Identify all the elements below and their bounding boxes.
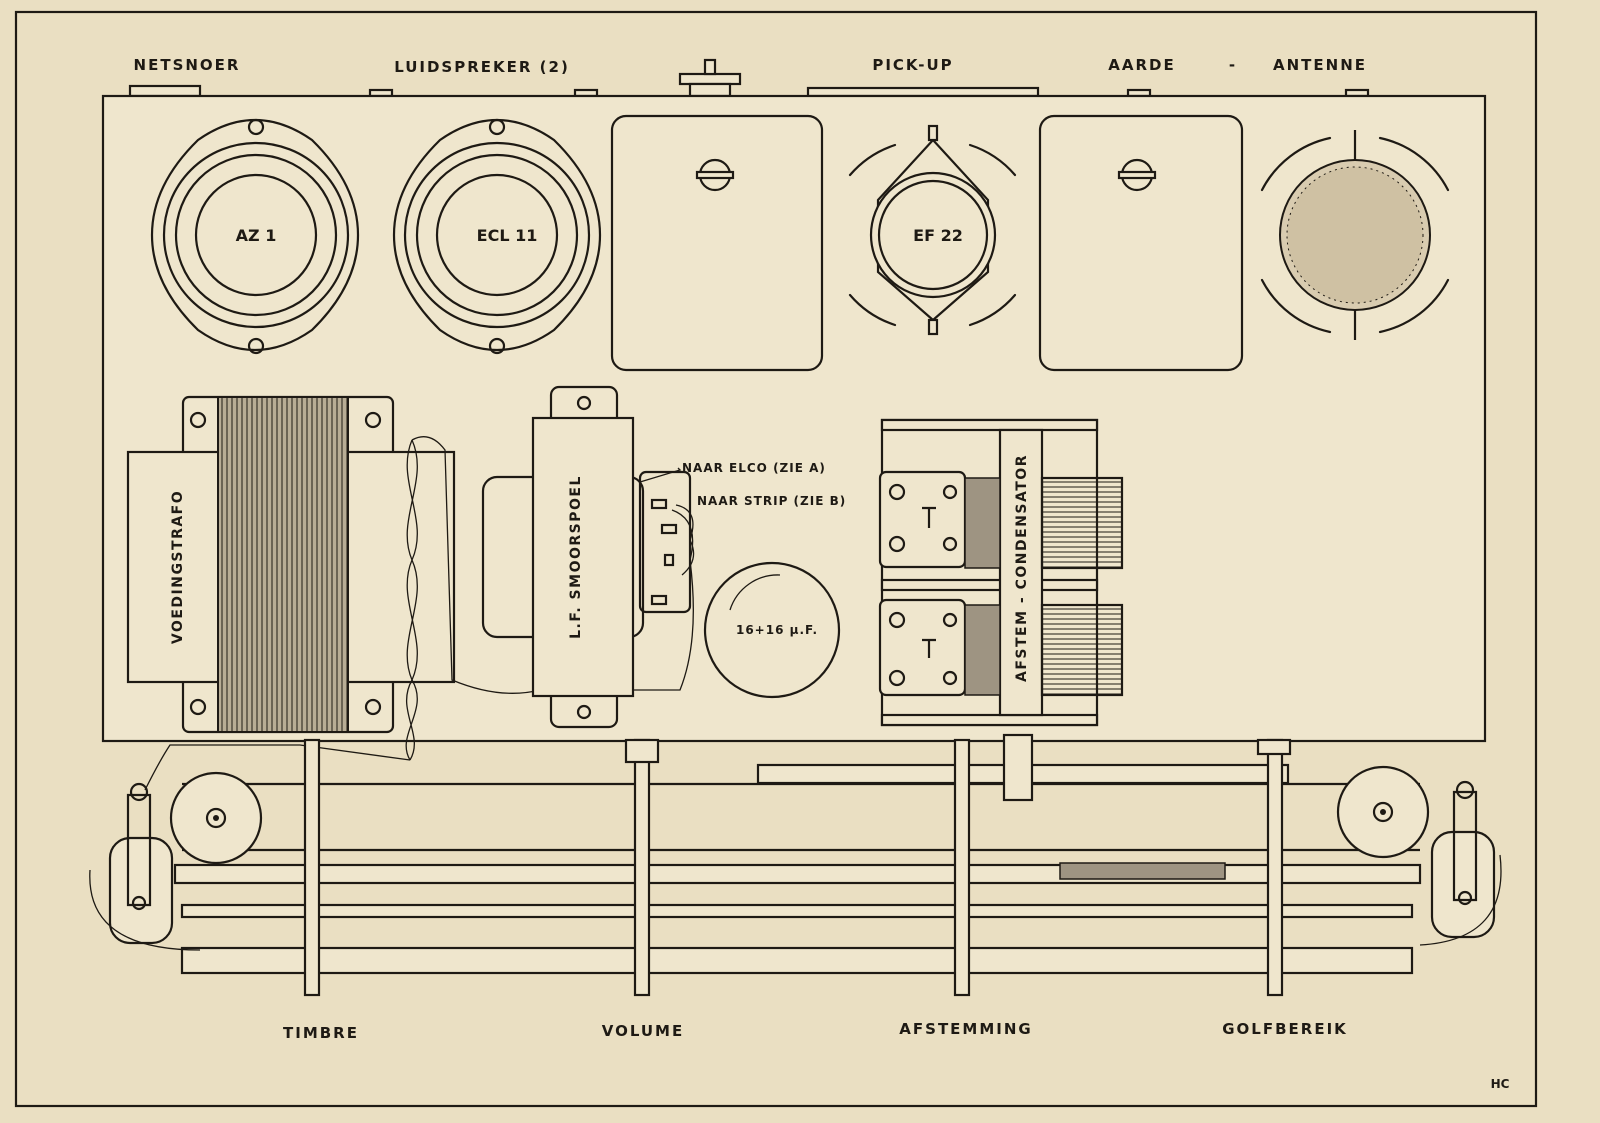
label-condensator: AFSTEM - CONDENSATOR (1014, 454, 1030, 682)
screw-icon (576, 704, 592, 720)
twisted-wire (405, 439, 418, 761)
pulley-left (169, 771, 263, 865)
laminations (221, 397, 348, 732)
label-naar-elco: NAAR ELCO (ZIE A) (682, 461, 826, 475)
tube-label-ecl11: ECL 11 (477, 226, 538, 245)
label-dash: - (1229, 56, 1237, 74)
bracket-right (1419, 780, 1502, 946)
screw-icon (888, 535, 906, 553)
screw-icon (888, 669, 906, 687)
label-golfbereik: GOLFBEREIK (1222, 1020, 1348, 1038)
drawing-frame (14, 10, 1538, 1108)
label-naar-strip: NAAR STRIP (ZIE B) (697, 494, 846, 508)
label-luidspreker: LUIDSPREKER (2) (394, 58, 570, 76)
screw-icon (247, 337, 265, 355)
label-antenne: ANTENNE (1273, 56, 1367, 74)
tube-socket-speckled (1260, 130, 1450, 340)
condenser-plates (1042, 481, 1122, 695)
lf-choke (481, 385, 645, 729)
screw-icon (888, 483, 906, 501)
label-volume: VOLUME (602, 1022, 684, 1040)
rear-connectors (128, 58, 1370, 98)
tube-socket-ecl11 (392, 118, 602, 355)
pulley-right (1336, 765, 1430, 859)
label-voedingstrafo: VOEDINGSTRAFO (170, 490, 186, 644)
screw-icon (364, 698, 382, 716)
electrolytic-capacitor (703, 561, 841, 699)
signature: HC (1491, 1077, 1510, 1091)
terminal-strip (638, 467, 695, 614)
screw-icon (888, 611, 906, 629)
power-transformer (126, 395, 456, 734)
tuning-condenser (878, 418, 1124, 727)
tube-label-ef22: EF 22 (913, 226, 963, 245)
tube-socket-az1 (150, 118, 360, 355)
tube-label-az1: AZ 1 (236, 226, 277, 245)
control-shafts (303, 738, 1292, 997)
label-aarde: AARDE (1108, 56, 1175, 74)
if-transformer-can-1 (610, 114, 824, 372)
dial-mechanism (173, 733, 1422, 975)
label-netsnoer: NETSNOER (134, 56, 241, 74)
screw-icon (364, 411, 382, 429)
screw-icon (488, 118, 506, 136)
screw-icon (488, 337, 506, 355)
screw-icon (189, 411, 207, 429)
screw-icon (189, 698, 207, 716)
label-smoorspoel: L.F. SMOORSPOEL (568, 475, 584, 639)
if-transformer-can-2 (1038, 114, 1244, 372)
tube-socket-ef22 (848, 124, 1017, 336)
bracket-left (89, 744, 411, 951)
label-pickup: PICK-UP (872, 56, 953, 74)
screw-icon (576, 395, 592, 411)
label-elco: 16+16 μ.F. (736, 623, 818, 637)
label-timbre: TIMBRE (283, 1024, 359, 1042)
screw-icon (247, 118, 265, 136)
label-afstemming: AFSTEMMING (899, 1020, 1032, 1038)
